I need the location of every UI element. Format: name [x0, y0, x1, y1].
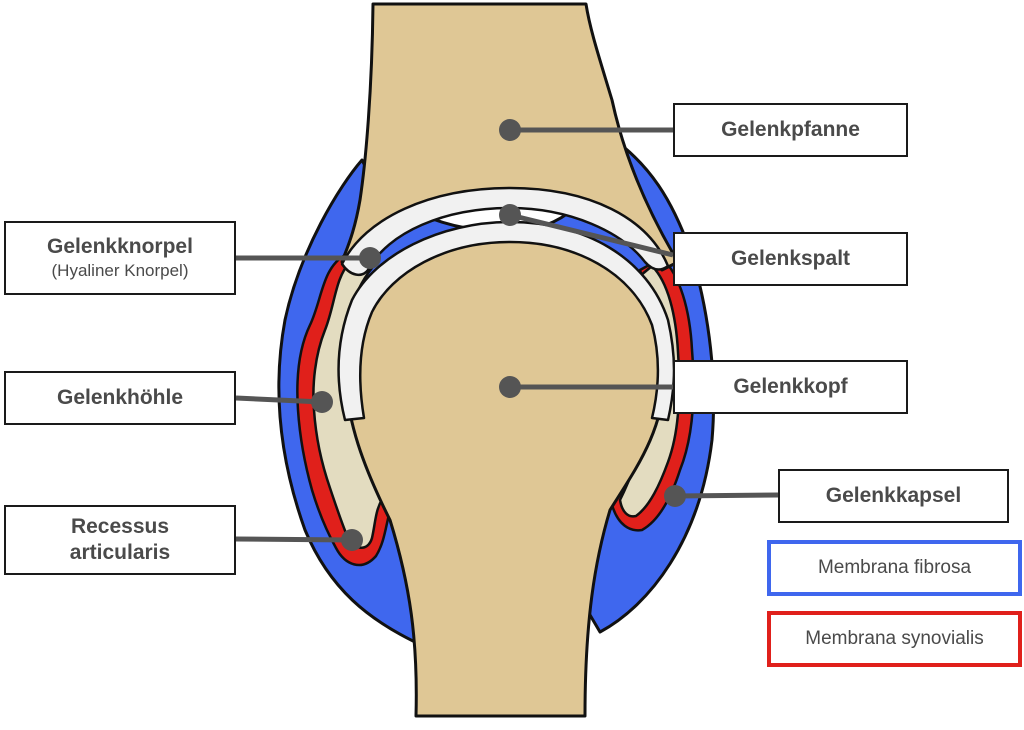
legend-synovialis-text: Membrana synovialis — [805, 628, 983, 650]
label-gelenkknorpel: Gelenkknorpel (Hyaliner Knorpel) — [4, 221, 236, 295]
label-recessus-line2: articularis — [70, 540, 170, 566]
label-recessus-articularis: Recessus articularis — [4, 505, 236, 575]
label-gelenkspalt: Gelenkspalt — [673, 232, 908, 286]
label-gelenkknorpel-text: Gelenkknorpel — [47, 234, 193, 260]
gelenkkopf-shape — [345, 225, 665, 716]
label-gelenkspalt-text: Gelenkspalt — [731, 246, 850, 272]
label-gelenkpfanne-text: Gelenkpfanne — [721, 117, 860, 143]
legend-membrana-synovialis: Membrana synovialis — [767, 611, 1022, 667]
label-gelenkkapsel: Gelenkkapsel — [778, 469, 1009, 523]
legend-fibrosa-text: Membrana fibrosa — [818, 557, 971, 579]
label-gelenkkopf-text: Gelenkkopf — [733, 374, 847, 400]
label-gelenkhoehle-text: Gelenkhöhle — [57, 385, 183, 411]
label-gelenkpfanne: Gelenkpfanne — [673, 103, 908, 157]
label-gelenkkopf: Gelenkkopf — [673, 360, 908, 414]
label-gelenkknorpel-subtext: (Hyaliner Knorpel) — [52, 260, 189, 282]
label-gelenkhoehle: Gelenkhöhle — [4, 371, 236, 425]
label-gelenkkapsel-text: Gelenkkapsel — [826, 483, 961, 509]
label-recessus-line1: Recessus — [71, 514, 169, 540]
legend-membrana-fibrosa: Membrana fibrosa — [767, 540, 1022, 596]
